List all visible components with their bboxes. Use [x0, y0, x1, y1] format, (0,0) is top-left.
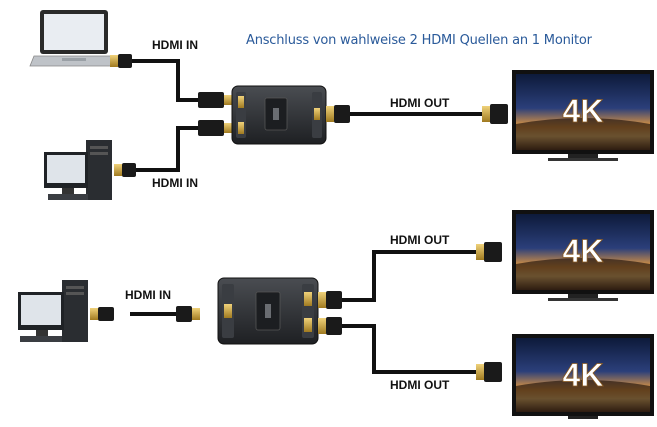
- label-hdmi-in-pc: HDMI IN: [152, 176, 198, 190]
- label-hdmi-out-bottom-lower: HDMI OUT: [390, 378, 449, 392]
- hdmi-plug-pc-top: [114, 163, 136, 177]
- laptop-icon: [30, 10, 118, 66]
- label-hdmi-in-bottom: HDMI IN: [125, 288, 171, 302]
- hdmi-switch-top: [198, 86, 350, 144]
- monitor-top-badge: 4K: [563, 93, 604, 129]
- cable-switch-to-monitor-lower: [340, 326, 478, 372]
- desktop-pc-icon: [44, 140, 112, 200]
- monitor-bottom-upper-badge: 4K: [563, 233, 604, 269]
- cable-pc-to-switch: [135, 128, 205, 170]
- monitor-bottom-lower-badge: 4K: [563, 357, 604, 393]
- label-hdmi-out-top: HDMI OUT: [390, 96, 449, 110]
- desktop-pc-bottom-icon: [18, 280, 88, 342]
- diagram-caption: Anschluss von wahlweise 2 HDMI Quellen a…: [246, 33, 592, 48]
- label-hdmi-in-laptop: HDMI IN: [152, 38, 198, 52]
- cable-laptop-to-switch: [130, 61, 205, 100]
- hdmi-splitter-bottom: [218, 278, 342, 344]
- cable-switch-to-monitor-upper: [340, 252, 478, 300]
- label-hdmi-out-bottom-upper: HDMI OUT: [390, 233, 449, 247]
- hdmi-plug-laptop: [110, 54, 132, 68]
